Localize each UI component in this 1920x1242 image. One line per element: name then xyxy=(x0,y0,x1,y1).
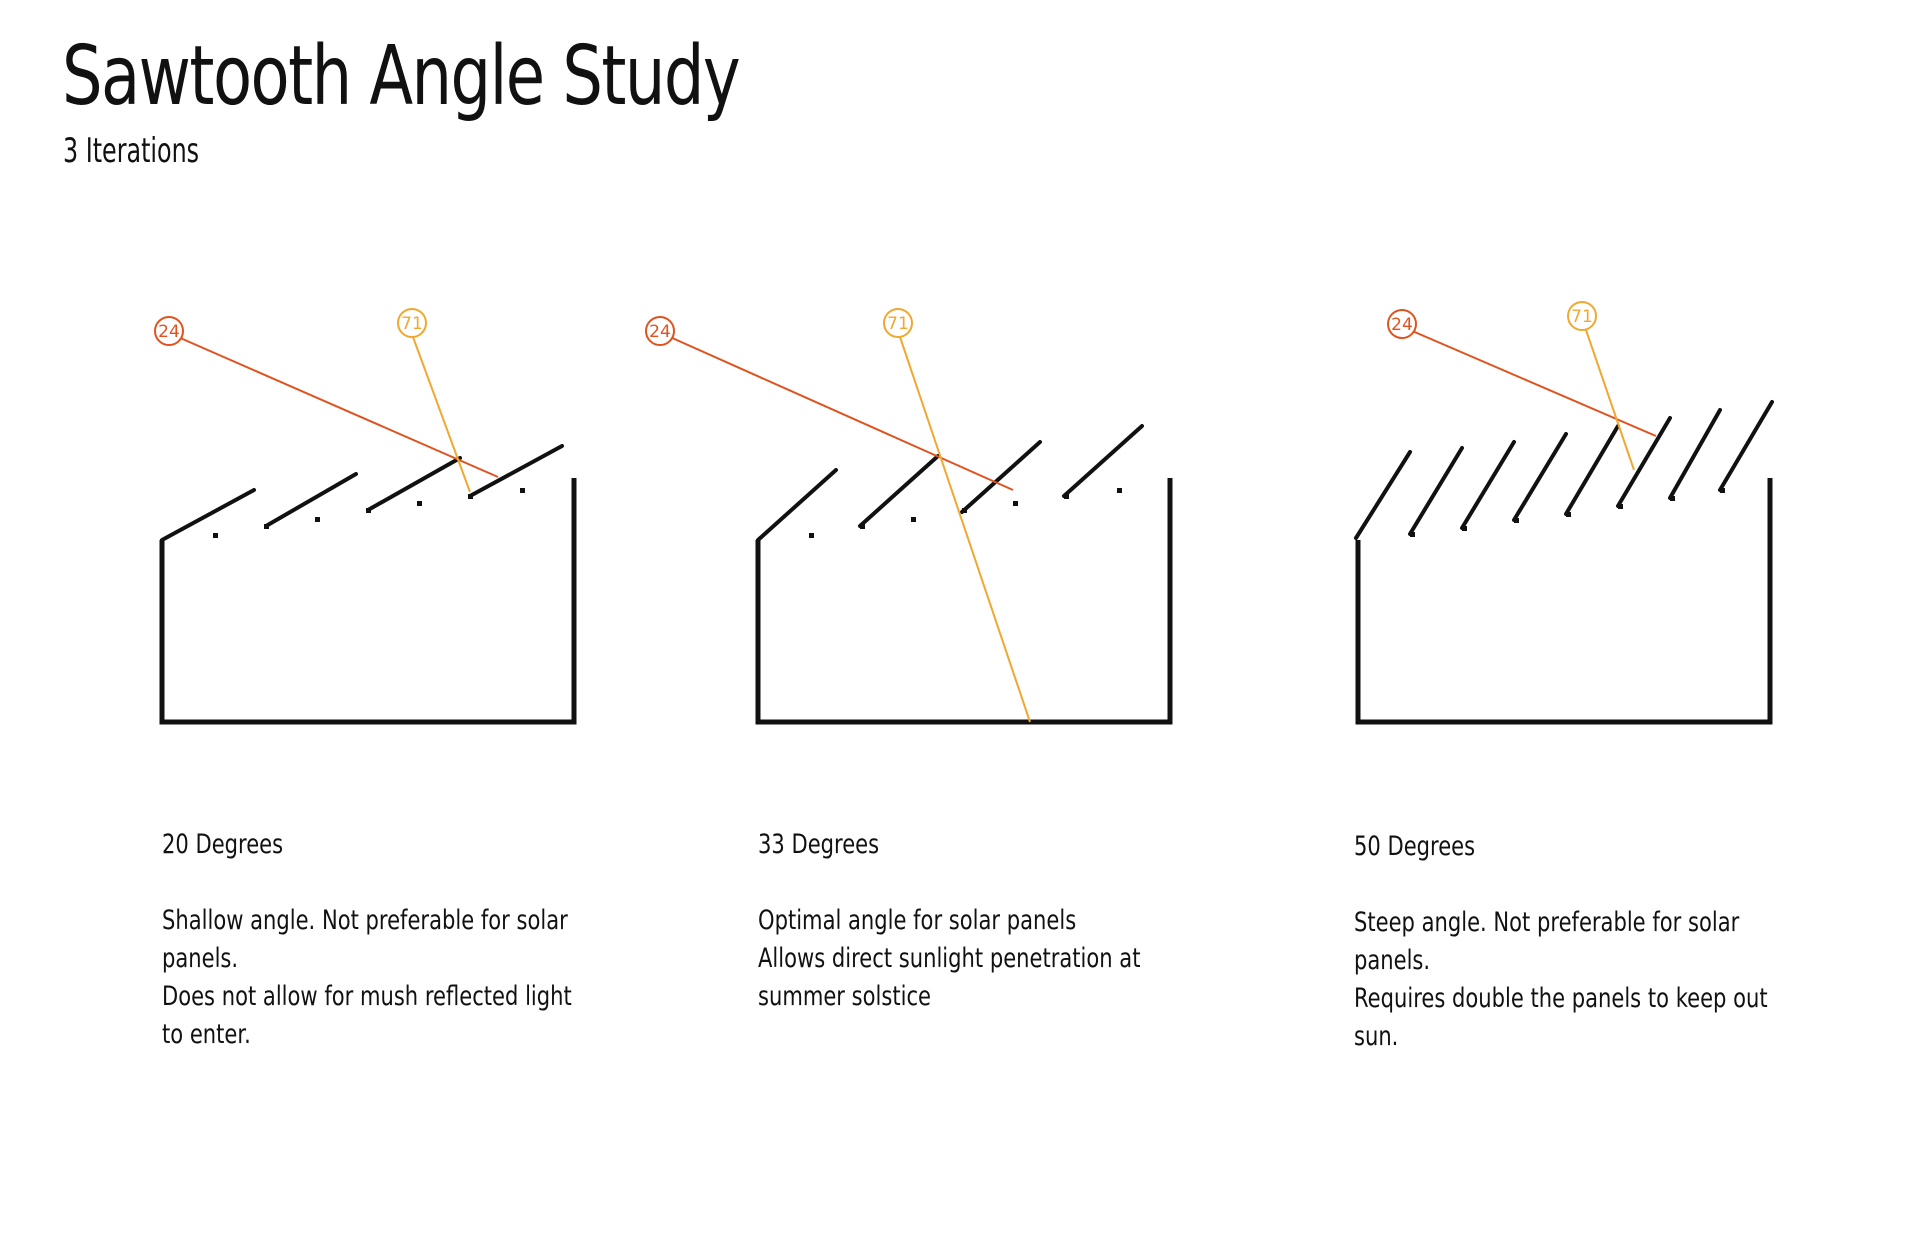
description-line: Requires double the panels to keep out xyxy=(1354,983,1768,1014)
sawtooth-panels xyxy=(1354,400,1774,540)
roof-panel xyxy=(468,444,564,498)
support-dot xyxy=(520,488,525,493)
winter-angle-circle xyxy=(154,316,184,346)
iteration-1-section: 24 71 xyxy=(154,308,577,725)
description-line: panels. xyxy=(162,943,239,974)
building-outline xyxy=(1355,478,1773,725)
sawtooth-panels xyxy=(756,424,1144,542)
support-dot xyxy=(1670,496,1675,501)
support-dot xyxy=(1566,512,1571,517)
support-dot xyxy=(417,501,422,506)
roof-panel xyxy=(366,456,462,512)
support-dot xyxy=(1117,488,1122,493)
roof-panel xyxy=(858,454,940,528)
roof-panel xyxy=(1354,450,1412,540)
iteration-2-caption: 33 Degrees Optimal angle for solar panel… xyxy=(758,826,1164,1016)
building-outline xyxy=(755,478,1173,725)
support-dot xyxy=(1720,488,1725,493)
winter-angle-label: 24 xyxy=(1391,315,1413,335)
roof-panel xyxy=(1564,424,1620,516)
winter-angle-callout: 24 xyxy=(154,316,184,346)
iteration-3-section: 24 71 xyxy=(1354,301,1774,725)
support-dot xyxy=(264,524,269,529)
support-dot xyxy=(1410,532,1415,537)
description-line: panels. xyxy=(1354,945,1431,976)
summer-angle-circle xyxy=(883,308,913,338)
summer-angle-callout: 71 xyxy=(1567,301,1597,331)
winter-angle-circle xyxy=(645,316,675,346)
panel-support-dots xyxy=(809,488,1122,538)
winter-sun-ray xyxy=(669,336,1014,491)
support-dot xyxy=(911,517,916,522)
summer-angle-callout: 71 xyxy=(883,308,913,338)
sawtooth-panels xyxy=(160,444,564,542)
winter-sun-ray xyxy=(177,336,499,478)
winter-angle-label: 24 xyxy=(649,322,671,342)
support-dot xyxy=(1013,501,1018,506)
support-dot xyxy=(809,533,814,538)
page-subtitle: 3 Iterations xyxy=(63,131,200,171)
roof-panel xyxy=(1512,432,1568,522)
description-line: Shallow angle. Not preferable for solar xyxy=(162,905,568,936)
description-line: Steep angle. Not preferable for solar xyxy=(1354,907,1740,938)
summer-angle-label: 71 xyxy=(887,314,909,334)
support-dot xyxy=(962,508,967,513)
roof-panel xyxy=(1408,446,1464,536)
description-line: Optimal angle for solar panels xyxy=(758,905,1077,936)
description-line: Does not allow for mush reflected light xyxy=(162,981,572,1012)
summer-angle-callout: 71 xyxy=(397,308,427,338)
summer-angle-label: 71 xyxy=(1571,307,1593,327)
iteration-1-caption: 20 Degrees Shallow angle. Not preferable… xyxy=(162,826,572,1054)
support-dot xyxy=(1618,504,1623,509)
iteration-3-caption: 50 Degrees Steep angle. Not preferable f… xyxy=(1354,828,1768,1056)
roof-panel xyxy=(1668,408,1722,500)
winter-sun-ray xyxy=(1409,329,1657,437)
degrees-label: 50 Degrees xyxy=(1354,831,1476,862)
summer-angle-circle xyxy=(1567,301,1597,331)
support-dot xyxy=(860,524,865,529)
roof-panel xyxy=(756,468,838,542)
degrees-label: 33 Degrees xyxy=(758,829,880,860)
degrees-label: 20 Degrees xyxy=(162,829,284,860)
description-line: to enter. xyxy=(162,1019,251,1050)
support-dot xyxy=(213,533,218,538)
summer-sun-ray xyxy=(1585,329,1635,471)
winter-angle-circle xyxy=(1387,309,1417,339)
support-dot xyxy=(315,517,320,522)
roof-panel xyxy=(264,472,358,528)
summer-sun-ray xyxy=(899,336,1031,723)
roof-panel xyxy=(1062,424,1144,498)
panel-support-dots xyxy=(213,488,525,538)
roof-panel xyxy=(1460,440,1516,530)
roof-panel xyxy=(1718,400,1774,492)
panel-support-dots xyxy=(1410,488,1725,537)
roof-panel xyxy=(1616,416,1672,508)
support-dot xyxy=(1462,526,1467,531)
winter-angle-callout: 24 xyxy=(1387,309,1417,339)
building-outline xyxy=(159,478,577,725)
winter-angle-callout: 24 xyxy=(645,316,675,346)
description-line: summer solstice xyxy=(758,981,931,1012)
summer-angle-label: 71 xyxy=(401,314,423,334)
summer-sun-ray xyxy=(412,336,471,493)
support-dot xyxy=(1514,518,1519,523)
support-dot xyxy=(366,508,371,513)
support-dot xyxy=(468,494,473,499)
iteration-2-section: 24 71 xyxy=(645,308,1173,725)
winter-angle-label: 24 xyxy=(158,322,180,342)
summer-angle-circle xyxy=(397,308,427,338)
roof-panel xyxy=(960,440,1042,514)
page-title: Sawtooth Angle Study xyxy=(62,29,741,124)
description-line: Allows direct sunlight penetration at xyxy=(758,943,1141,974)
description-line: sun. xyxy=(1354,1021,1399,1052)
roof-panel xyxy=(160,488,256,542)
support-dot xyxy=(1064,494,1069,499)
